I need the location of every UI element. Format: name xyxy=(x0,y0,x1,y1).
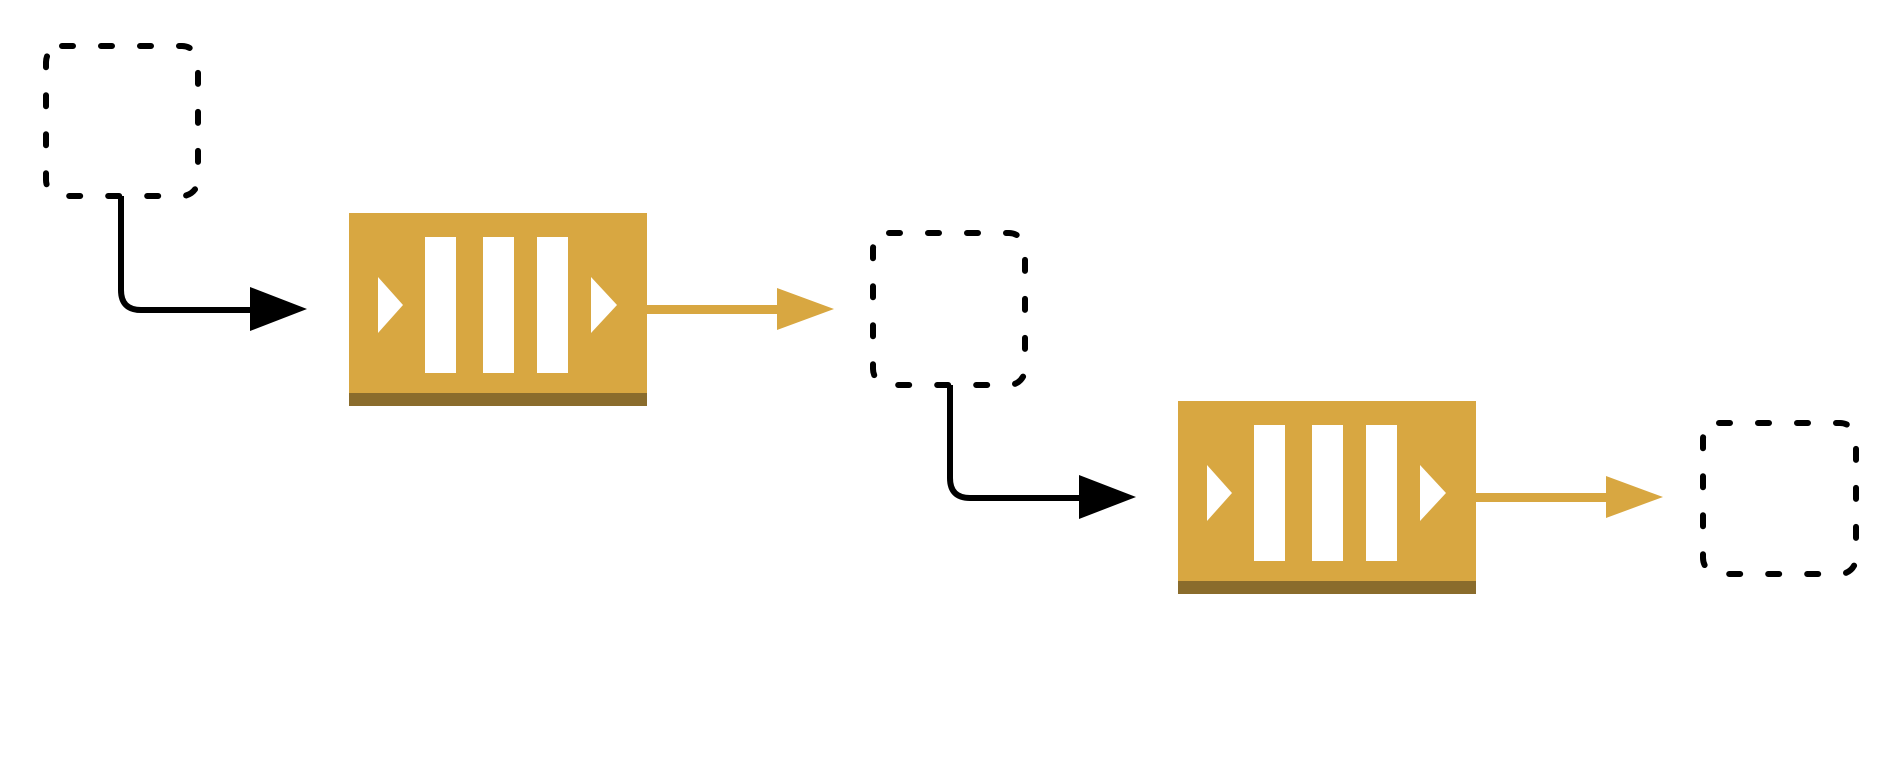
arrowhead-2 xyxy=(777,288,834,330)
queue-icon xyxy=(378,237,617,373)
arrowhead-4 xyxy=(1606,476,1663,518)
queue-node-2[interactable] xyxy=(1178,401,1476,594)
connector-black-2 xyxy=(947,385,1136,519)
placeholder-node-2[interactable] xyxy=(870,230,1028,388)
queue-icon xyxy=(1207,425,1446,561)
connector-gold-2 xyxy=(1476,476,1663,518)
connector-gold-1 xyxy=(647,288,834,330)
queue-node-1[interactable] xyxy=(349,213,647,406)
placeholder-node-1[interactable] xyxy=(43,43,201,199)
arrowhead-1 xyxy=(250,287,307,331)
arrowhead-3 xyxy=(1079,475,1136,519)
connector-black-1 xyxy=(118,196,307,331)
placeholder-node-3[interactable] xyxy=(1700,420,1859,577)
